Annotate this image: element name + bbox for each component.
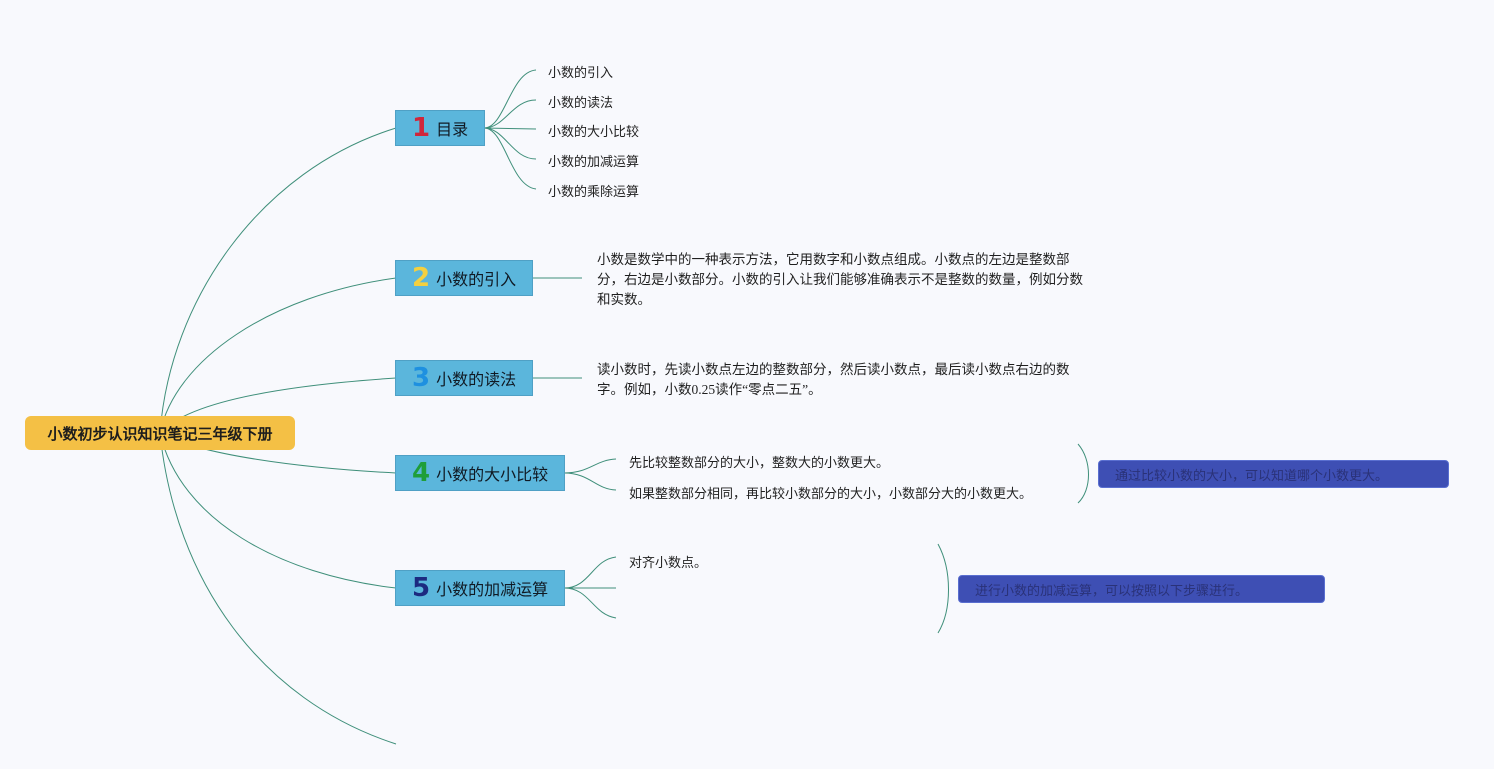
reading-text[interactable]: 读小数时，先读小数点左边的整数部分，然后读小数点，最后读小数点右边的数字。例如，… xyxy=(597,362,1070,397)
link-root-topic-1 xyxy=(159,127,397,434)
root-label: 小数初步认识知识笔记三年级下册 xyxy=(47,424,273,443)
number-1-icon: 1 xyxy=(412,113,431,143)
topic-compare[interactable]: 4 小数的大小比较 xyxy=(395,455,565,491)
number-3-icon: 3 xyxy=(412,363,431,393)
summary-addsub[interactable]: 进行小数的加减运算，可以按照以下步骤进行。 xyxy=(958,575,1325,603)
summary-label: 进行小数的加减运算，可以按照以下步骤进行。 xyxy=(975,583,1249,599)
summary-label: 通过比较小数的大小，可以知道哪个小数更大。 xyxy=(1115,468,1389,484)
toc-item[interactable]: 小数的读法 xyxy=(548,96,614,111)
summary-brace-addsub xyxy=(937,543,949,634)
link-toc-4 xyxy=(483,127,537,160)
topic-label: 小数的引入 xyxy=(436,270,517,289)
intro-text[interactable]: 小数是数学中的一种表示方法，它用数字和小数点组成。小数点的左边是整数部分，右边是… xyxy=(597,252,1083,307)
compare-item[interactable]: 先比较整数部分的大小，整数大的小数更大。 xyxy=(629,456,890,471)
compare-item[interactable]: 如果整数部分相同，再比较小数部分的大小，小数部分大的小数更大。 xyxy=(629,487,1033,502)
number-4-icon: 4 xyxy=(412,458,431,488)
link-addsub-1 xyxy=(563,556,617,589)
toc-item[interactable]: 小数的乘除运算 xyxy=(548,185,640,200)
topic-intro[interactable]: 2 小数的引入 xyxy=(395,260,533,296)
summary-brace-compare xyxy=(1077,443,1089,504)
link-root-topic-5 xyxy=(159,432,397,589)
root-node[interactable]: 小数初步认识知识笔记三年级下册 xyxy=(25,416,295,450)
link-addsub-3 xyxy=(563,587,617,619)
topic-label: 目录 xyxy=(436,120,469,139)
link-root-topic-2 xyxy=(159,277,397,434)
link-toc-5 xyxy=(483,127,537,190)
toc-item[interactable]: 小数的加减运算 xyxy=(548,155,640,170)
topic-label: 小数的读法 xyxy=(436,370,517,389)
summary-compare[interactable]: 通过比较小数的大小，可以知道哪个小数更大。 xyxy=(1098,460,1449,488)
toc-item[interactable]: 小数的引入 xyxy=(548,66,614,81)
link-toc-1 xyxy=(483,69,537,129)
link-toc-3 xyxy=(483,127,537,130)
link-compare-1 xyxy=(563,458,617,474)
topic-addsub[interactable]: 5 小数的加减运算 xyxy=(395,570,565,606)
topic-toc[interactable]: 1 目录 xyxy=(395,110,485,146)
link-toc-2 xyxy=(483,99,537,129)
addsub-item[interactable]: 对齐小数点。 xyxy=(629,556,708,571)
topic-reading[interactable]: 3 小数的读法 xyxy=(395,360,533,396)
topic-label: 小数的加减运算 xyxy=(436,580,549,599)
number-2-icon: 2 xyxy=(412,263,431,293)
topic-label: 小数的大小比较 xyxy=(436,465,549,484)
toc-item[interactable]: 小数的大小比较 xyxy=(548,125,640,140)
number-5-icon: 5 xyxy=(412,573,431,603)
link-root-extra xyxy=(159,432,397,745)
link-compare-2 xyxy=(563,472,617,491)
